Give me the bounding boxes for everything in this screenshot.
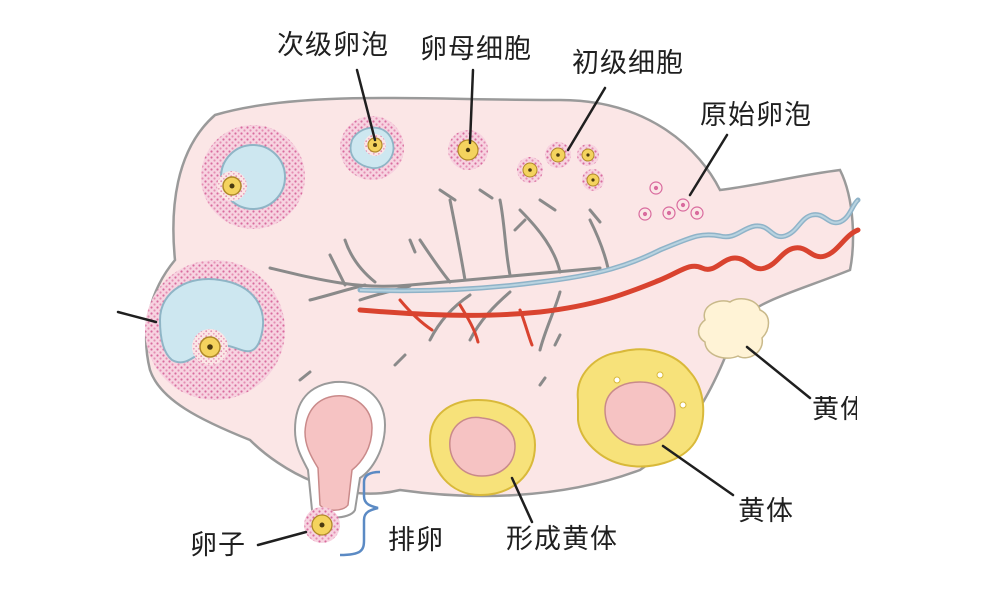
artery-branches — [398, 298, 534, 347]
primordial-follicles — [638, 181, 704, 221]
label-corpus-luteum: 黄体 — [738, 496, 794, 527]
oocyte — [448, 130, 488, 170]
ovum — [304, 507, 340, 543]
secondary-follicle — [340, 116, 404, 180]
forming-corpus-luteum — [428, 398, 537, 497]
label-primary-oocyte: 初级细胞 — [572, 48, 684, 79]
primary-cells — [517, 142, 604, 191]
artery — [357, 227, 861, 318]
label-secondary-follicle: 次级卵泡 — [277, 30, 389, 61]
ruptured-follicle — [293, 380, 387, 519]
ovulation-brace — [339, 470, 381, 557]
mature-follicle-left — [145, 260, 285, 400]
label-ovulation: 排卵 — [388, 525, 444, 556]
corpus-albicans — [697, 298, 770, 359]
leader-lines — [116, 68, 812, 547]
label-oocyte: 卵母细胞 — [420, 34, 532, 65]
corpus-luteum — [576, 348, 705, 468]
label-ovum: 卵子 — [190, 530, 246, 561]
label-forming-corpus-luteum: 形成黄体 — [506, 524, 618, 555]
label-corpus-luteum-partial: 黄体 — [812, 396, 857, 423]
vessel-branches — [268, 188, 610, 387]
secondary-follicle-topleft — [201, 125, 305, 229]
label-primordial-follicle: 原始卵泡 — [700, 100, 812, 131]
